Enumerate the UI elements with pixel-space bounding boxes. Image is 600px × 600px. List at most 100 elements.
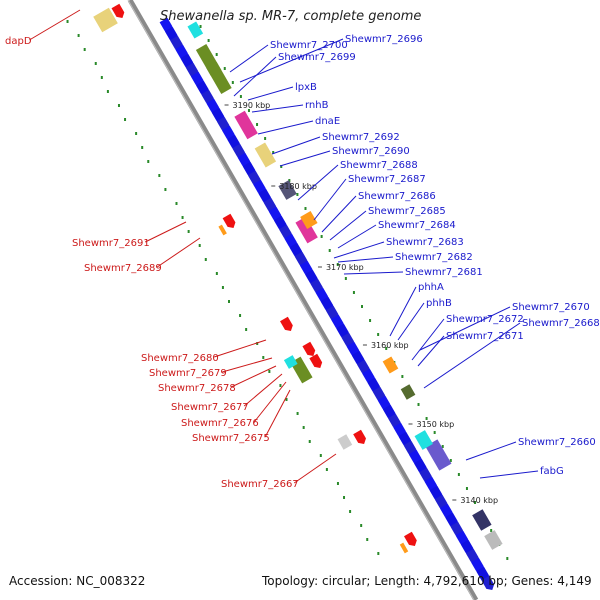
gc-dot (228, 300, 230, 303)
gene-label: phhB (426, 298, 452, 309)
gc-dot (175, 202, 178, 205)
gene-arrow-forward (294, 251, 308, 267)
gc-dot (247, 109, 250, 112)
kbp-label: 3160 kbp (371, 341, 409, 350)
gc-dot (135, 132, 138, 135)
gene-arrow-forward (387, 413, 401, 429)
kbp-label: 3180 kbp (279, 182, 317, 191)
gc-skew-dots (66, 20, 509, 560)
gene-block (234, 110, 258, 140)
genome-summary-text: Topology: circular; Length: 4,792,610 bp… (262, 574, 592, 588)
gene-arrow-forward (325, 305, 339, 321)
label-leader (247, 86, 294, 101)
gene-arrow-forward (310, 278, 323, 294)
gc-dot (361, 305, 363, 308)
gene-label: Shewmr7_2692 (322, 132, 400, 143)
accession-text: Accession: NC_008322 (9, 574, 146, 588)
label-leader (233, 56, 277, 97)
gc-dot (360, 524, 363, 527)
gene-arrow-forward (221, 125, 235, 141)
gene-label: Shewmr7_2676 (181, 418, 259, 429)
gc-dot (223, 67, 226, 70)
backbone-line (127, 0, 479, 600)
gc-dot (377, 552, 380, 555)
gene-label: Shewmr7_2684 (378, 220, 456, 231)
gene-arrow-reverse (353, 429, 366, 445)
gene-label: phhA (418, 282, 444, 293)
gc-dot (262, 356, 265, 359)
gene-arrow-forward (216, 116, 230, 132)
gene-arrow-forward (398, 431, 412, 447)
gene-arrow-reverse (309, 353, 323, 369)
gene-label: Shewmr7_2677 (171, 402, 249, 413)
gene-block (414, 430, 433, 450)
gene-arrow-forward (304, 269, 318, 285)
gc-dot (377, 333, 380, 336)
label-leader (343, 271, 404, 275)
gene-label: Shewmr7_2690 (332, 146, 410, 157)
label-leader (423, 322, 521, 389)
gc-dot (490, 529, 493, 532)
gene-block (425, 439, 452, 471)
gene-arrow-forward (408, 449, 422, 465)
gene-label: Shewmr7_2681 (405, 267, 483, 278)
gc-dot (124, 118, 127, 121)
gene-arrow-forward (450, 521, 464, 537)
gene-arrow-forward (356, 359, 370, 375)
gc-dot (349, 510, 352, 513)
label-leader (313, 178, 347, 221)
gene-block (300, 210, 318, 230)
gc-dot (141, 146, 144, 149)
gene-arrow-forward (377, 395, 391, 411)
gene-arrow-forward (481, 575, 495, 591)
gene-block-reverse (337, 434, 353, 450)
gene-arrow-forward (320, 296, 334, 312)
gene-block (295, 216, 318, 244)
label-leader (389, 286, 417, 337)
gene-arrow-forward (455, 530, 469, 546)
gene-arrow-forward (258, 188, 272, 204)
gc-dot (215, 53, 218, 56)
gene-arrow-forward (253, 179, 266, 195)
gc-dot (239, 314, 242, 317)
label-leader (271, 136, 321, 155)
gc-dot (302, 426, 305, 429)
gc-dot (465, 487, 468, 490)
gene-arrow-forward (424, 476, 438, 492)
gene-arrow-forward (429, 485, 443, 501)
label-leader (144, 221, 187, 243)
gene-arrow-forward (413, 458, 427, 474)
label-leader (29, 9, 81, 41)
gene-arrow-forward (470, 557, 484, 573)
gene-label: Shewmr7_2682 (395, 252, 473, 263)
label-leader (230, 365, 277, 388)
gc-dot (319, 454, 322, 457)
gene-block (472, 509, 492, 531)
gc-dot (325, 468, 328, 471)
gene-label: Shewmr7_2675 (192, 433, 270, 444)
gene-label: Shewmr7_2699 (278, 52, 356, 63)
gene-arrow-forward (278, 224, 292, 240)
feature-track (93, 3, 503, 591)
label-leader (479, 470, 539, 479)
label-leader (337, 256, 394, 263)
gene-label: Shewmr7_2688 (340, 160, 418, 171)
gc-dot (366, 538, 369, 541)
gene-arrow-forward (164, 26, 178, 42)
label-leader (411, 318, 445, 361)
gene-label: Shewmr7_2671 (446, 331, 524, 342)
gene-labels: Shewmr7_2700Shewmr7_2696Shewmr7_2699lpxB… (5, 9, 600, 490)
label-leader (243, 373, 283, 407)
gc-dot (401, 375, 404, 378)
label-leader (419, 306, 511, 351)
gene-arrow-forward (175, 44, 188, 60)
gc-dot (147, 160, 150, 163)
gene-arrow-forward (232, 143, 246, 159)
gc-dot (425, 417, 428, 420)
label-leader (321, 195, 357, 233)
gene-arrow-forward (201, 89, 214, 105)
label-leader (214, 339, 267, 358)
gene-arrow-forward (362, 368, 375, 384)
